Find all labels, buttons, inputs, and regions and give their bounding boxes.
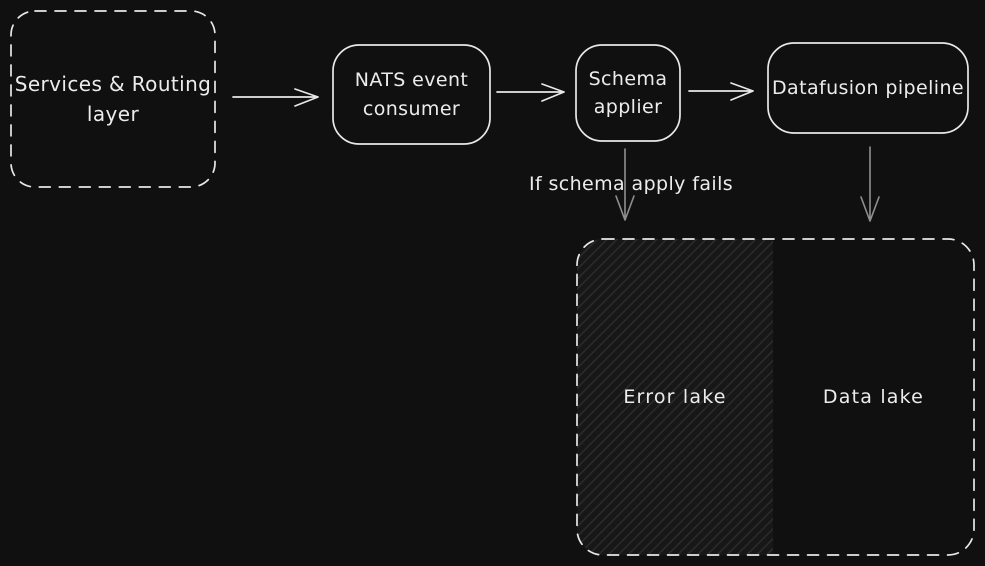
arrow-schema-to-datafusion xyxy=(688,82,754,101)
arrow-schema-to-error-lake xyxy=(615,148,635,221)
datafusion-pipeline-box xyxy=(767,42,969,134)
services-routing-box xyxy=(10,10,216,188)
error-lake-hatch-fill xyxy=(577,239,773,555)
arrow-datafusion-to-data-lake xyxy=(860,146,880,222)
arrow-nats-to-schema xyxy=(496,83,565,102)
lakes-container-box xyxy=(576,238,975,556)
nats-consumer-box xyxy=(332,44,491,145)
schema-applier-box xyxy=(575,44,681,142)
arrow-services-to-nats xyxy=(232,88,319,107)
